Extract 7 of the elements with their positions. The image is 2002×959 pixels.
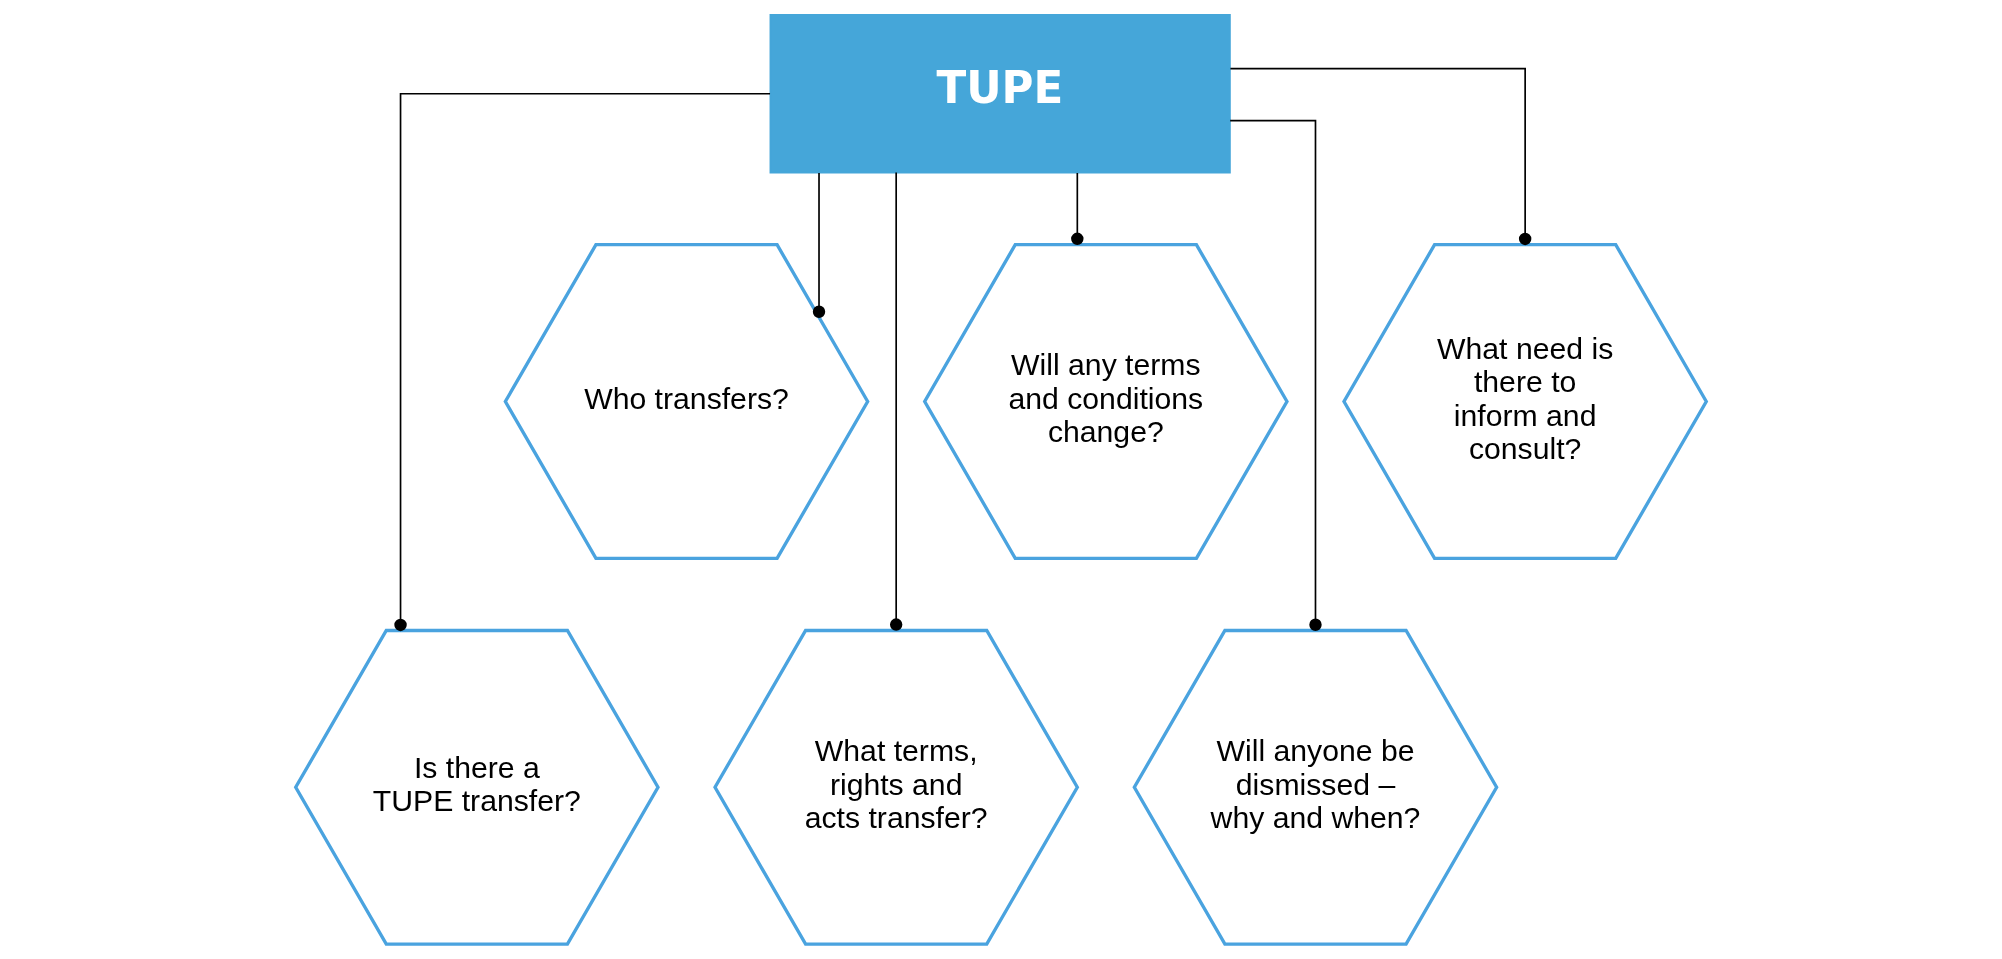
connector <box>1071 172 1084 245</box>
connector <box>1229 119 1322 631</box>
connector <box>1229 67 1532 246</box>
connector <box>394 92 771 632</box>
node-box: TUPE <box>769 14 1231 174</box>
connector <box>812 172 826 318</box>
connector <box>889 171 903 631</box>
